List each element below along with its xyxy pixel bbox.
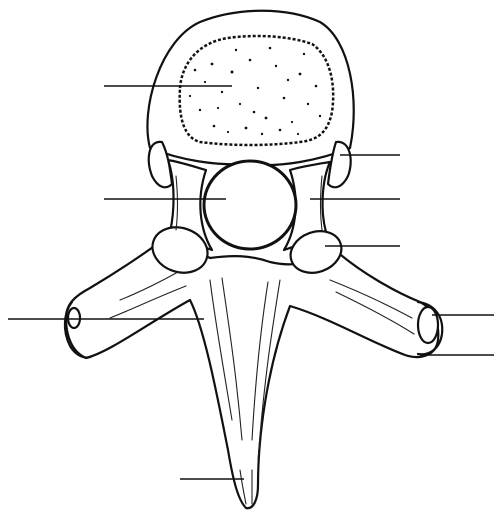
trabecular-bone: [180, 36, 334, 145]
vertebral-foramen: [204, 161, 296, 249]
posterior-arch: [66, 238, 438, 508]
transverse-process-right-tip: [418, 307, 438, 343]
transverse-process-left-tip: [68, 308, 80, 328]
